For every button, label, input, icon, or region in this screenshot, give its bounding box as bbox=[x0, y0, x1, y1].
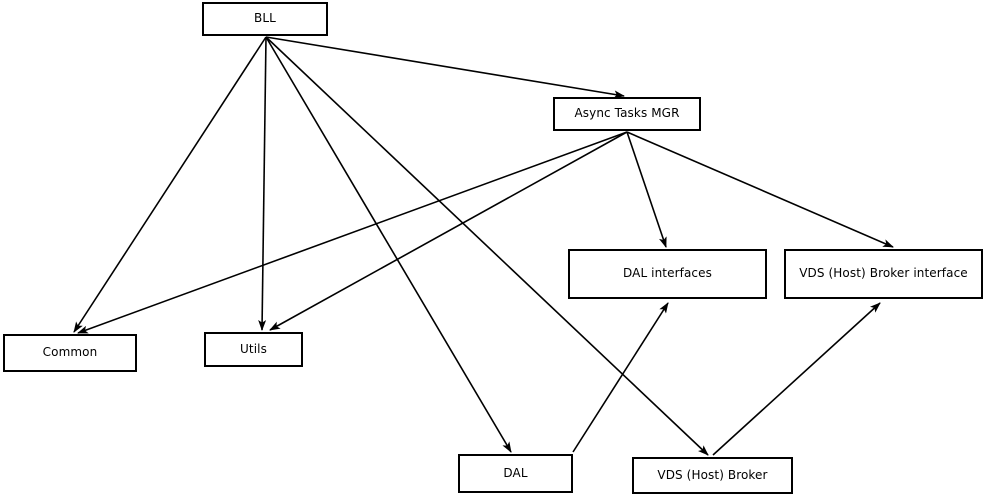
node-label-common: Common bbox=[42, 345, 98, 360]
edge-async-to-common bbox=[77, 131, 628, 334]
node-label-utils: Utils bbox=[240, 341, 267, 356]
node-dal-interfaces[interactable]: DAL interfaces bbox=[568, 249, 767, 299]
node-label-vds-host-broker: VDS (Host) Broker bbox=[657, 467, 768, 482]
edge-dal-to-dal_if bbox=[572, 302, 669, 453]
node-vds-host-broker-interface[interactable]: VDS (Host) Broker interface bbox=[784, 249, 983, 299]
edge-vds_broker-to-vds_if bbox=[712, 302, 881, 456]
edge-bll-to-dal bbox=[265, 36, 512, 453]
edge-bll-to-vds_broker bbox=[265, 36, 709, 456]
edge-group bbox=[73, 36, 894, 456]
edge-async-to-vds_if bbox=[626, 131, 894, 248]
node-label-dal: DAL bbox=[503, 465, 528, 480]
node-common[interactable]: Common bbox=[3, 334, 137, 372]
edge-bll-to-common bbox=[73, 36, 267, 333]
node-bll[interactable]: BLL bbox=[202, 2, 328, 36]
node-dal[interactable]: DAL bbox=[458, 454, 573, 493]
node-vds-host-broker[interactable]: VDS (Host) Broker bbox=[632, 457, 793, 494]
node-label-vds-host-broker-interface: VDS (Host) Broker interface bbox=[799, 266, 968, 281]
node-label-async-tasks-mgr: Async Tasks MGR bbox=[574, 106, 680, 121]
node-async-tasks-mgr[interactable]: Async Tasks MGR bbox=[553, 97, 701, 131]
edge-bll-to-utils bbox=[258, 36, 267, 331]
node-label-dal-interfaces: DAL interfaces bbox=[623, 266, 712, 281]
edge-async-to-dal_if bbox=[626, 131, 667, 248]
node-label-bll: BLL bbox=[254, 11, 276, 26]
node-utils[interactable]: Utils bbox=[204, 332, 303, 367]
edge-bll-to-async bbox=[265, 36, 625, 99]
edge-async-to-utils bbox=[269, 131, 628, 331]
